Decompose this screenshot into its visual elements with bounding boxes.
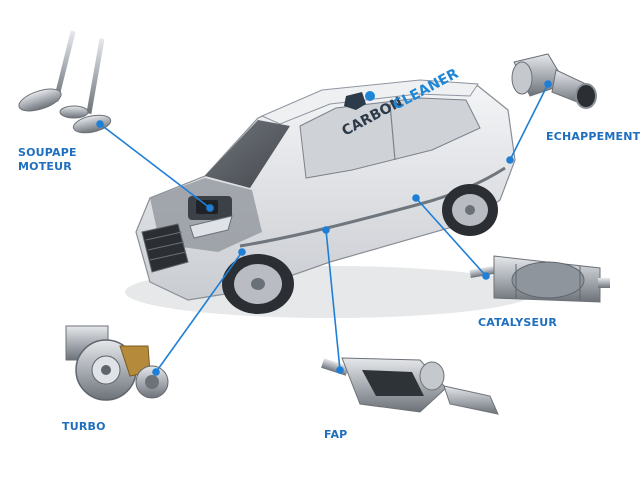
leader-lines xyxy=(96,80,552,376)
label-catalyseur: CATALYSEUR xyxy=(478,316,557,329)
leader-turbo xyxy=(155,251,243,373)
leader-soupape xyxy=(99,123,211,209)
car-rear-wheel xyxy=(442,184,498,236)
leader-fap xyxy=(325,229,341,371)
car-roof xyxy=(260,79,479,125)
car-front-wheel xyxy=(222,254,294,314)
particulate-filter-icon xyxy=(321,357,499,415)
label-soupape-moteur: SOUPAPE MOTEUR xyxy=(18,146,77,174)
label-soupape-line2: MOTEUR xyxy=(18,160,72,173)
label-soupape-line1: SOUPAPE xyxy=(18,146,77,159)
label-fap: FAP xyxy=(324,428,348,441)
catalytic-converter-icon xyxy=(469,255,610,303)
leader-catalyseur xyxy=(415,197,487,277)
car-grille xyxy=(141,223,189,273)
label-turbo: TURBO xyxy=(62,420,106,433)
car-windshield xyxy=(205,120,290,188)
leader-echappement xyxy=(509,83,549,161)
car-illustration: CARBON CLEANER xyxy=(125,66,535,318)
exhaust-muffler-icon xyxy=(511,53,597,109)
car-exhaust-line xyxy=(239,166,506,248)
brand-emblem xyxy=(344,92,366,110)
turbocharger-icon xyxy=(65,325,169,401)
label-echappement: ECHAPPEMENT xyxy=(546,130,640,143)
valve-icon xyxy=(18,30,112,134)
